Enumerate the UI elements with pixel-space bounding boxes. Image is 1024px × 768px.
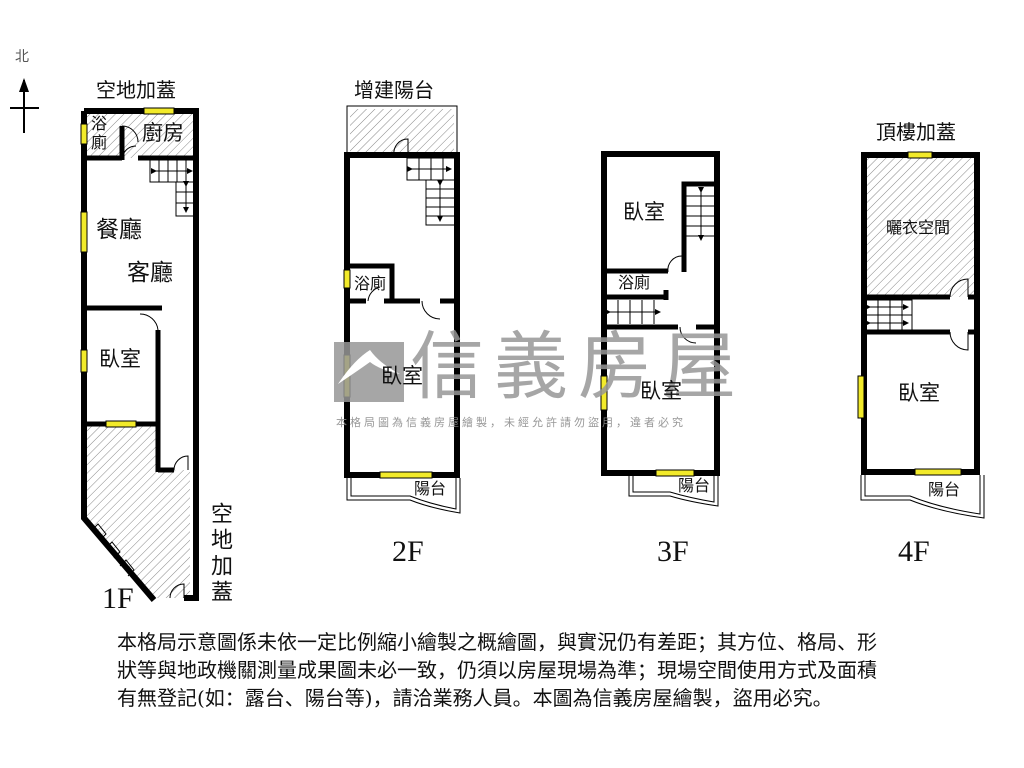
floor-plan-4f xyxy=(857,151,985,519)
room-label-2f-bedroom: 臥室 xyxy=(381,364,423,388)
disclaimer-text: 本格局示意圖係未依一定比例縮小繪製之概繪圖，與實況仍有差距；其方位、格局、形 狀… xyxy=(117,628,1017,712)
room-label-1f-bathroom-bottom: 廁 xyxy=(91,133,108,152)
floor-2f-label: 2F xyxy=(392,535,424,568)
room-label-4f-laundry: 曬衣空間 xyxy=(886,218,951,237)
room-label-2f-balcony: 陽台 xyxy=(414,479,447,498)
floor-1f-label: 1F xyxy=(102,582,134,615)
window-icon xyxy=(600,375,695,477)
floor-3f-label: 3F xyxy=(657,535,689,568)
floor-1f-top-title: 空地加蓋 xyxy=(96,78,176,102)
floor-1f-side-title: 空地加蓋 xyxy=(207,502,232,606)
room-label-2f-bathroom: 浴廁 xyxy=(354,274,387,293)
room-label-4f-balcony: 陽台 xyxy=(928,480,961,499)
floor-plan-3f xyxy=(600,151,720,507)
room-label-1f-living: 客廳 xyxy=(127,260,173,286)
watermark-notice: 本格局圖為信義房屋繪製，未經允許請勿盜用，違者必究 xyxy=(336,416,686,429)
room-label-3f-balcony: 陽台 xyxy=(678,476,711,495)
room-label-3f-bathroom: 浴廁 xyxy=(618,273,651,292)
room-label-1f-kitchen: 廚房 xyxy=(142,121,184,145)
window-icon xyxy=(80,107,175,428)
disclaimer-line: 本格局示意圖係未依一定比例縮小繪製之概繪圖，與實況仍有差距；其方位、格局、形 xyxy=(117,630,877,654)
floor-4f-top-title: 頂樓加蓋 xyxy=(876,120,956,144)
north-arrow-icon xyxy=(10,78,39,133)
window-icon xyxy=(857,151,962,476)
floor-plan-1f xyxy=(80,107,199,602)
room-label-1f-bathroom-top: 浴 xyxy=(91,114,108,133)
room-label-3f-bedroom-front: 臥室 xyxy=(623,200,665,224)
floor-plan-2f xyxy=(343,105,461,514)
floor-4f-label: 4F xyxy=(898,535,930,568)
brand-logo-icon xyxy=(334,342,404,402)
room-label-1f-bedroom: 臥室 xyxy=(99,347,141,371)
compass-north-label: 北 xyxy=(15,49,29,65)
disclaimer-line: 狀等與地政機關測量成果圖未必一致，仍須以房屋現場為準；現場空間使用方式及面積 xyxy=(117,658,877,682)
room-label-3f-bedroom-rear: 臥室 xyxy=(640,379,682,403)
room-label-1f-dining: 餐廳 xyxy=(96,217,142,243)
floor-2f-top-title: 增建陽台 xyxy=(354,78,434,102)
watermark-brand: 信義房屋 xyxy=(410,324,746,410)
disclaimer-line: 有無登記(如：露台、陽台等)，請洽業務人員。本圖為信義房屋繪製，盜用必究。 xyxy=(117,686,833,710)
room-label-4f-bedroom: 臥室 xyxy=(898,381,940,405)
